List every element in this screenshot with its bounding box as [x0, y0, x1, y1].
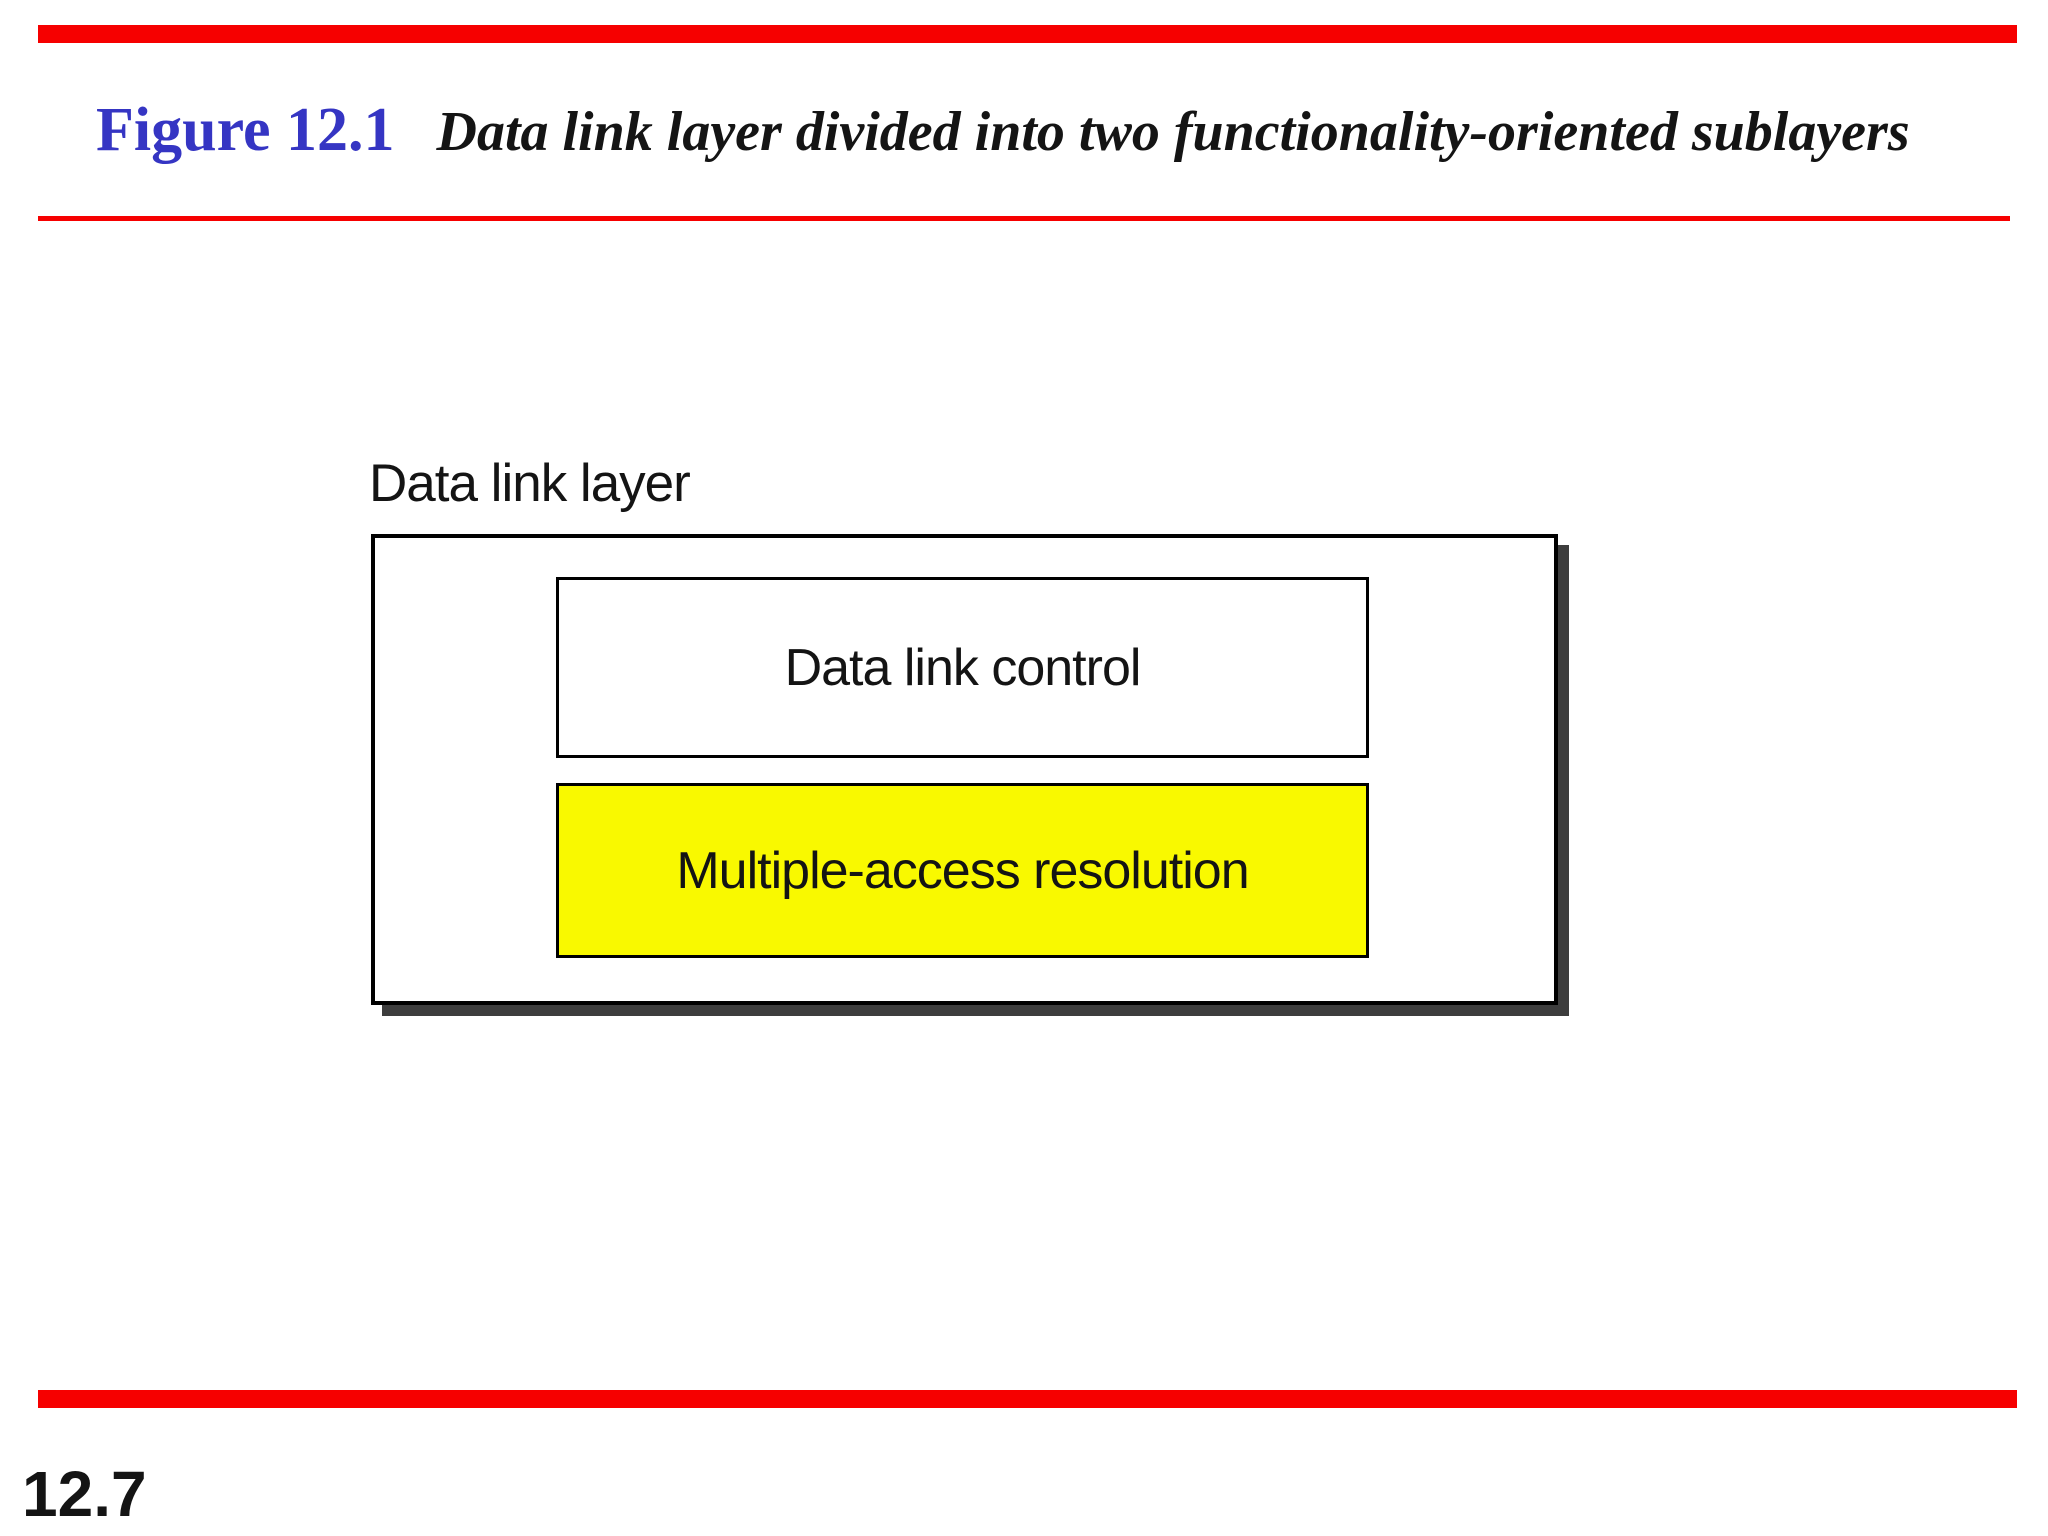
sublayer-label-multiple-access-resolution: Multiple-access resolution — [676, 841, 1249, 900]
top-accent-bar — [38, 25, 2017, 43]
title-underline-rule — [38, 216, 2010, 221]
bottom-accent-bar — [38, 1390, 2017, 1408]
page-number: 12.7 — [22, 1458, 147, 1530]
figure-caption: Data link layer divided into two functio… — [436, 101, 1910, 163]
slide-title: Figure 12.1 Data link layer divided into… — [96, 96, 1996, 164]
figure-number-label: Figure 12.1 — [96, 96, 395, 164]
data-link-layer-label: Data link layer — [369, 454, 691, 513]
sublayer-label-data-link-control: Data link control — [784, 638, 1142, 697]
sublayer-box-multiple-access-resolution: Multiple-access resolution — [556, 783, 1369, 958]
sublayer-box-data-link-control: Data link control — [556, 577, 1369, 758]
